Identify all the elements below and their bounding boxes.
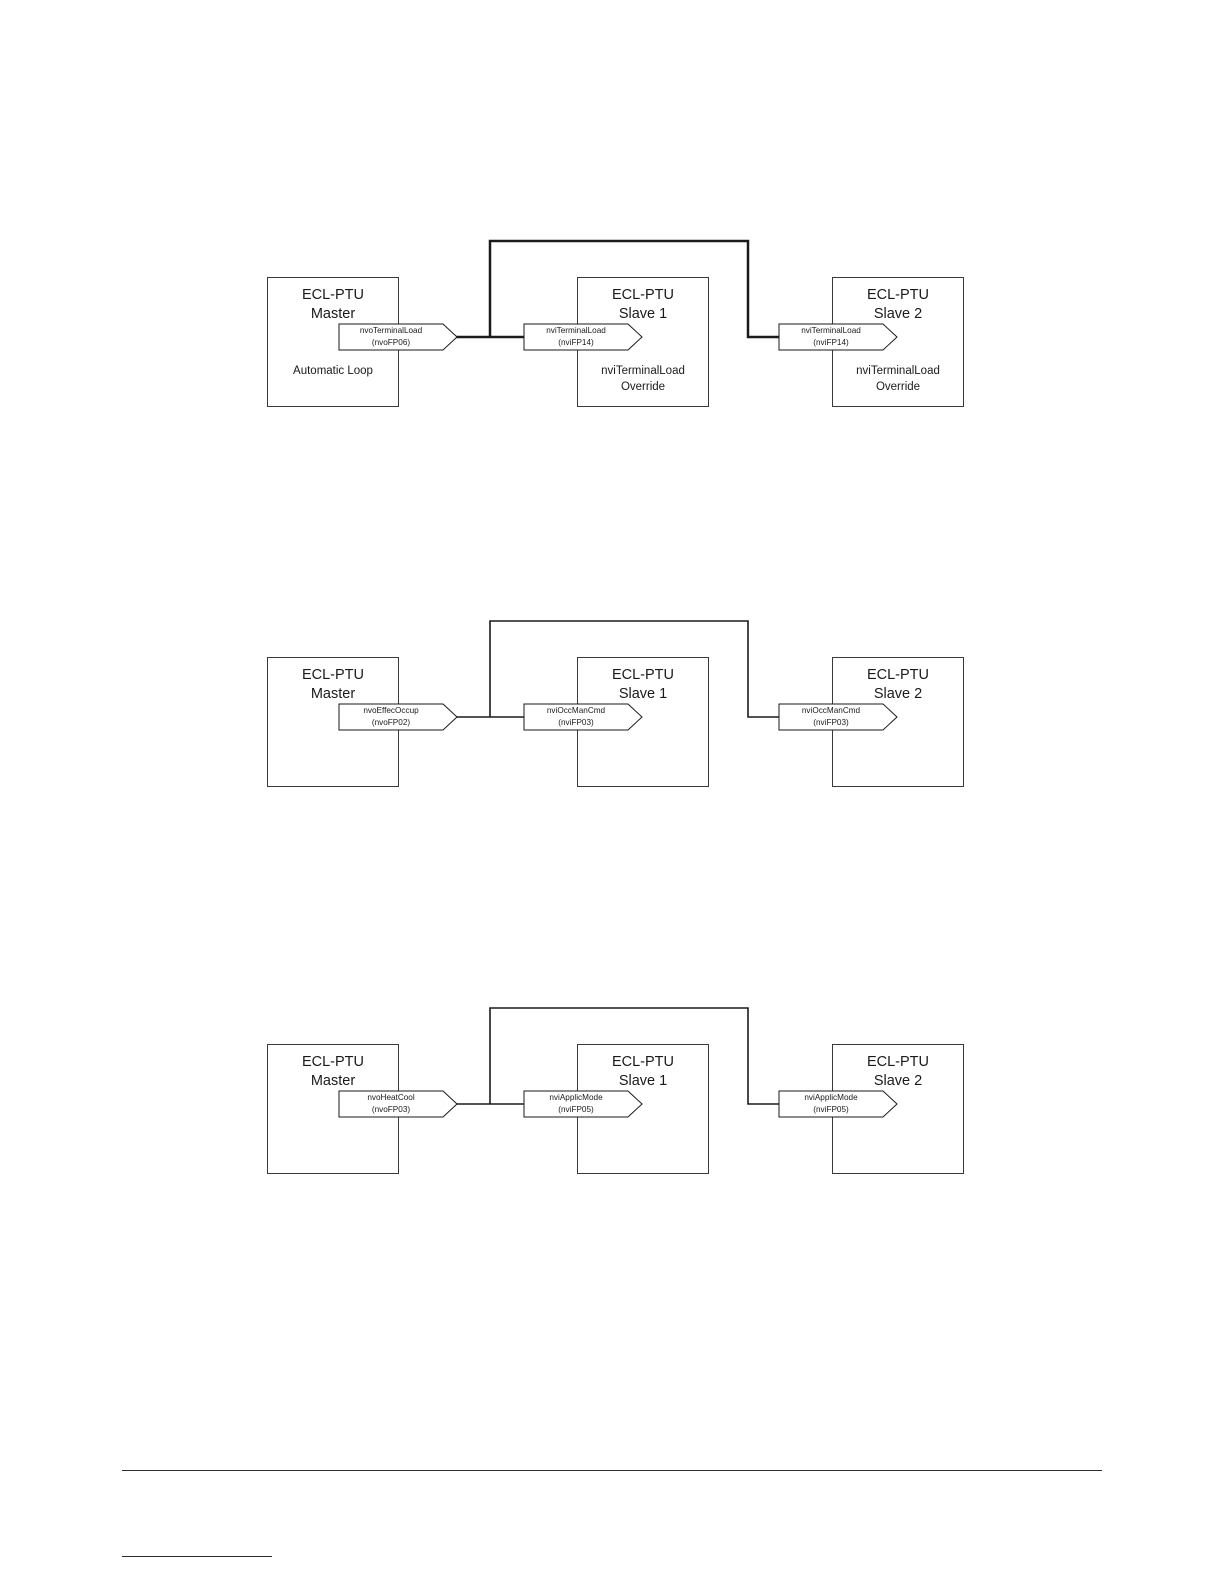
footer-divider [122,1470,1102,1471]
node-subtitle: Automatic Loop [293,365,373,377]
node-title: ECL-PTU Slave 1 [611,667,675,702]
wiring-occupancy [452,620,786,718]
node-title: ECL-PTU Slave 1 [611,287,675,322]
nv-input-occ-man-cmd-slave-1: nviOccManCmd (nviFP03) [523,703,643,731]
footnote-divider [122,1556,272,1557]
nv-input-terminal-load-slave-2: nviTerminalLoad (nviFP14) [778,323,898,351]
node-subtitle: nviTerminalLoad Override [601,365,685,393]
wiring-applic-mode [452,1007,786,1105]
node-subtitle: nviTerminalLoad Override [856,365,940,393]
nv-output-terminal-load-master: nvoTerminalLoad (nvoFP06) [338,323,458,351]
nv-output-effec-occup-master: nvoEffecOccup (nvoFP02) [338,703,458,731]
node-title: ECL-PTU Slave 2 [866,667,930,702]
nv-output-heat-cool-master: nvoHeatCool (nvoFP03) [338,1090,458,1118]
node-title: ECL-PTU Master [301,287,365,322]
nv-input-terminal-load-slave-1: nviTerminalLoad (nviFP14) [523,323,643,351]
nv-input-occ-man-cmd-slave-2: nviOccManCmd (nviFP03) [778,703,898,731]
node-slave-2: ECL-PTU Slave 2 [832,1044,964,1174]
diagram-applic-mode: ECL-PTU Master ECL-PTU Slave 1 ECL-PTU S… [0,1007,1224,1252]
node-title: ECL-PTU Slave 1 [611,1054,675,1089]
nv-input-applic-mode-slave-1: nviApplicMode (nviFP05) [523,1090,643,1118]
node-title: ECL-PTU Slave 2 [866,1054,930,1089]
wiring-terminal-load [452,239,786,339]
node-title: ECL-PTU Slave 2 [866,287,930,322]
node-title: ECL-PTU Master [301,667,365,702]
node-slave-2: ECL-PTU Slave 2 [832,657,964,787]
diagram-terminal-load: ECL-PTU Master Automatic Loop ECL-PTU Sl… [0,239,1224,485]
nv-input-applic-mode-slave-2: nviApplicMode (nviFP05) [778,1090,898,1118]
node-title: ECL-PTU Master [301,1054,365,1089]
diagram-occupancy: ECL-PTU Master ECL-PTU Slave 1 ECL-PTU S… [0,620,1224,865]
